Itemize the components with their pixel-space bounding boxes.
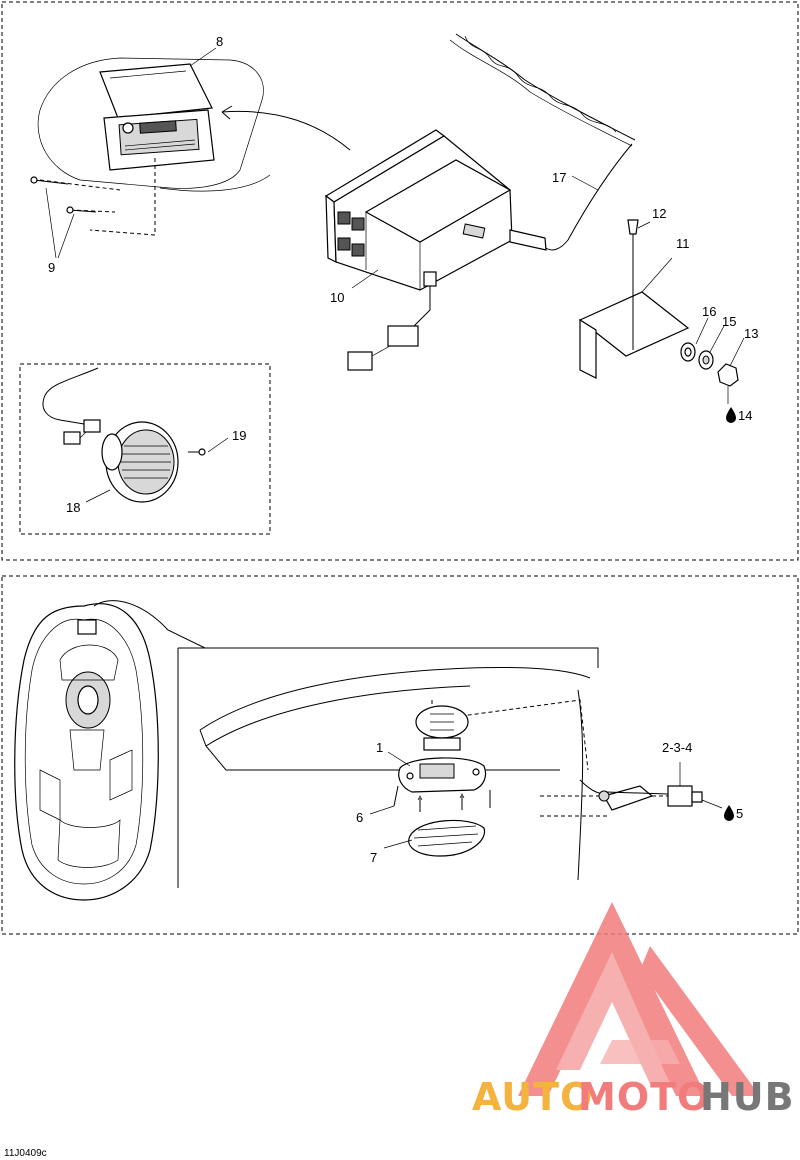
drawing-code: 11J0409c (4, 1148, 47, 1159)
speaker-assembly (42, 367, 206, 503)
callout-17: 17 (552, 170, 566, 185)
watermark-text-auto: AUTO (472, 1075, 593, 1119)
oil-drop-icon (726, 407, 736, 423)
mounting-bracket (578, 219, 690, 379)
callout-19: 19 (232, 428, 246, 443)
callout-10: 10 (330, 290, 344, 305)
callout-13: 13 (744, 326, 758, 341)
callout-9: 9 (48, 260, 55, 275)
callout-14: 14 (738, 408, 752, 423)
watermark-text-hub: HUB (700, 1075, 795, 1119)
screw-9-lower (66, 206, 97, 214)
callout-16: 16 (702, 304, 716, 319)
callout-8: 8 (216, 34, 223, 49)
antenna (449, 33, 636, 251)
boat-top-view (14, 603, 159, 901)
console-outline (37, 57, 271, 192)
nut-13 (717, 363, 739, 387)
bottom-panel-frame (1, 575, 799, 935)
hull-detail (199, 666, 703, 881)
top-panel-frame (1, 1, 799, 561)
radio-unit (324, 129, 547, 371)
watermark-text-moto: MOTO (578, 1075, 710, 1119)
oil-drop-icon (724, 805, 734, 821)
automotohub-logo (518, 902, 760, 1096)
callout-2-3-4: 2-3-4 (662, 740, 692, 755)
callout-15: 15 (722, 314, 736, 329)
radio-cover-assembly (99, 63, 215, 171)
callout-7: 7 (370, 850, 377, 865)
callout-11: 11 (676, 236, 690, 251)
callout-12: 12 (652, 206, 666, 221)
callout-1: 1 (376, 740, 383, 755)
callout-6: 6 (356, 810, 363, 825)
callout-18: 18 (66, 500, 80, 515)
screw-9-upper (30, 176, 69, 185)
callout-5: 5 (736, 806, 743, 821)
